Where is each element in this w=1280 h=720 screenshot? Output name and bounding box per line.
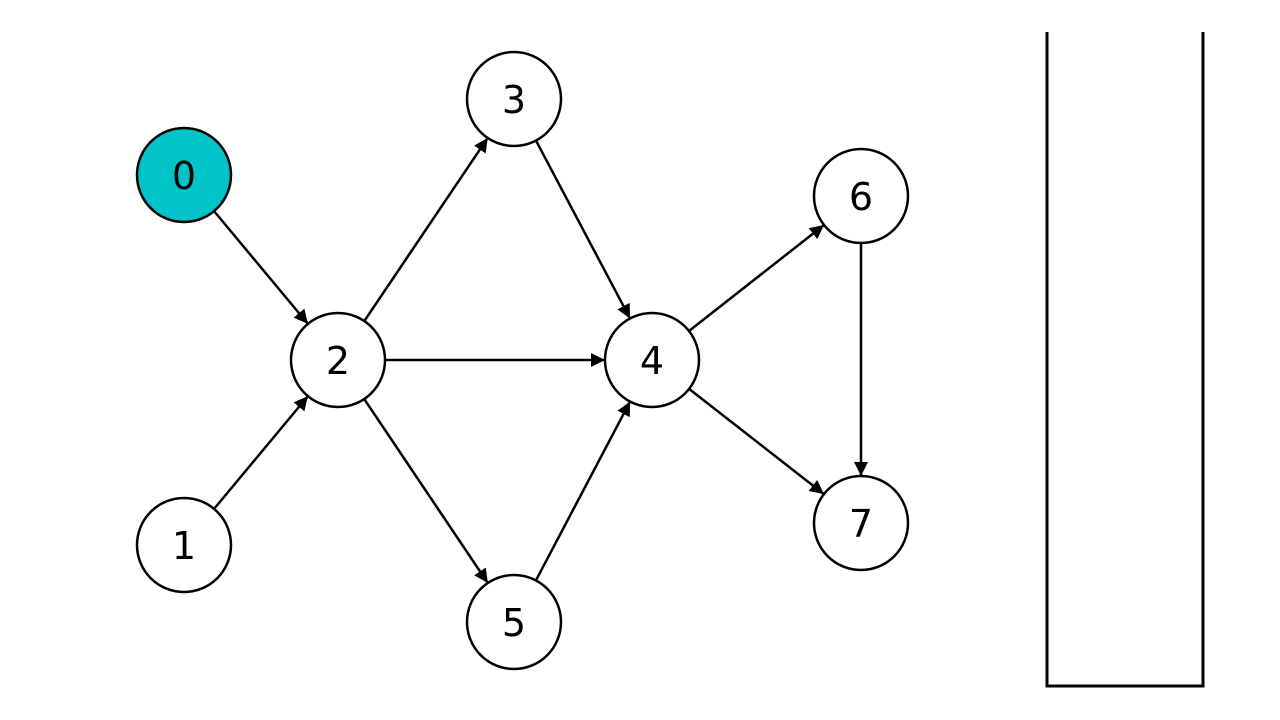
node-circle	[465, 573, 563, 671]
node-1[interactable]: 1	[135, 496, 233, 594]
node-3[interactable]: 3	[465, 50, 563, 148]
nodes: 0 1 2 3 4 5 6 7	[135, 50, 910, 671]
node-circle	[135, 496, 233, 594]
node-circle	[812, 147, 910, 245]
node-4[interactable]: 4	[603, 311, 701, 409]
node-2[interactable]: 2	[289, 311, 387, 409]
node-label: 3	[502, 78, 526, 122]
edges	[213, 137, 868, 584]
edge-4-to-6	[688, 224, 825, 332]
stack-outline	[1045, 32, 1205, 688]
node-circle	[465, 50, 563, 148]
node-label: 7	[849, 502, 873, 546]
node-5[interactable]: 5	[465, 573, 563, 671]
edge-0-to-2	[213, 210, 309, 325]
node-label: 1	[172, 524, 196, 568]
node-label: 0	[172, 154, 196, 198]
edge-2-to-5	[363, 398, 489, 584]
node-label: 6	[849, 175, 873, 219]
node-6[interactable]: 6	[812, 147, 910, 245]
node-circle	[289, 311, 387, 409]
node-0[interactable]: 0	[135, 126, 233, 224]
edge-3-to-4	[534, 139, 632, 320]
node-7[interactable]: 7	[812, 474, 910, 572]
edge-1-to-2	[213, 395, 309, 510]
node-label: 5	[502, 601, 526, 645]
node-circle	[135, 126, 233, 224]
node-circle	[812, 474, 910, 572]
edge-2-to-3	[363, 137, 489, 322]
stack-container	[1045, 32, 1205, 688]
node-circle	[603, 311, 701, 409]
edge-5-to-4	[534, 401, 632, 581]
node-label: 4	[640, 339, 664, 383]
node-label: 2	[326, 339, 350, 383]
edge-4-to-7	[688, 387, 825, 496]
